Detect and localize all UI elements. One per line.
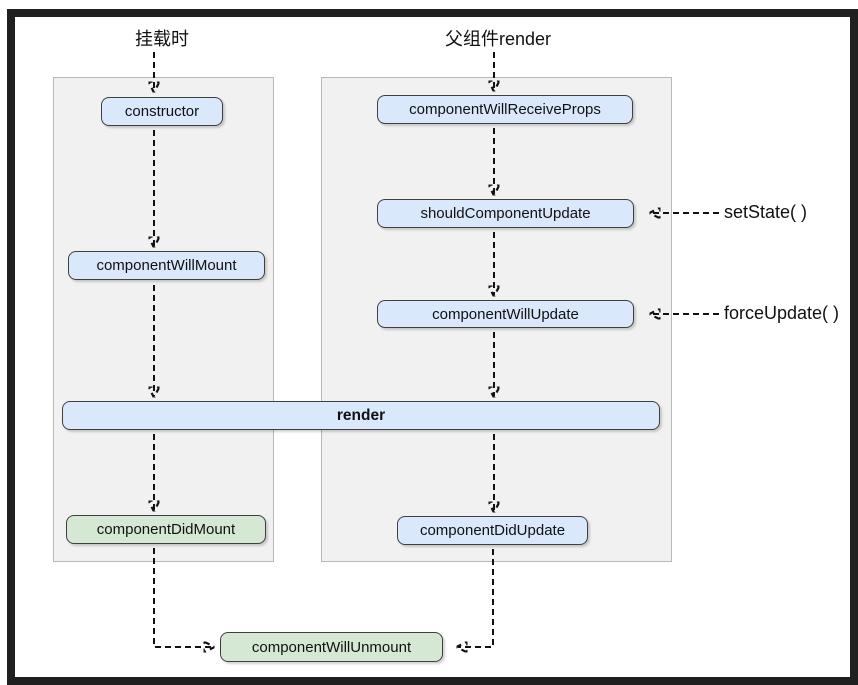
node-component-will-receive-props: componentWillReceiveProps xyxy=(377,95,633,124)
mount-column-title: 挂载时 xyxy=(135,29,189,49)
node-render: render xyxy=(62,401,660,430)
node-component-will-unmount: componentWillUnmount xyxy=(220,632,443,662)
mount-phase-panel xyxy=(53,77,274,562)
node-constructor: constructor xyxy=(101,97,223,126)
parent-render-column-title: 父组件render xyxy=(444,29,552,49)
node-component-did-update: componentDidUpdate xyxy=(397,516,588,545)
node-component-will-update: componentWillUpdate xyxy=(377,300,634,328)
set-state-label: setState( ) xyxy=(724,202,808,222)
node-should-component-update: shouldComponentUpdate xyxy=(377,199,634,228)
force-update-label: forceUpdate( ) xyxy=(724,303,840,323)
node-component-did-mount: componentDidMount xyxy=(66,515,266,544)
node-component-will-mount: componentWillMount xyxy=(68,251,265,280)
